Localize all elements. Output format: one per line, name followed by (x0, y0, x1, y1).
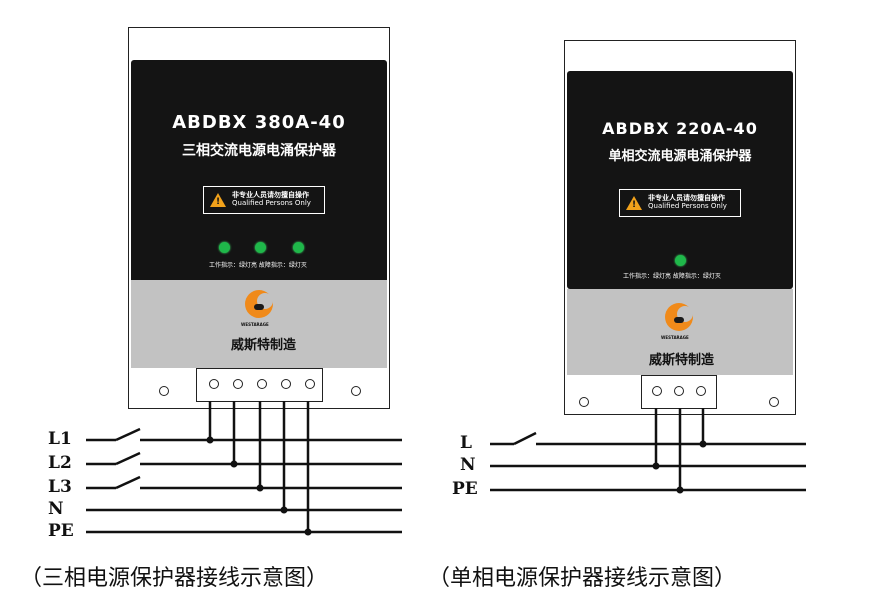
warning-text-en: Qualified Persons Only (648, 202, 727, 210)
junction-dot (256, 484, 264, 492)
manufacturer-label: 威斯特制造 (231, 338, 297, 353)
logo-band: WESTARAGE 威斯特制造 (131, 280, 387, 368)
switch-l (513, 431, 537, 446)
mount-hole-left (159, 386, 169, 396)
terminal-screw (233, 379, 243, 389)
status-led-1 (219, 242, 230, 253)
front-panel: ABDBX 220A-40 单相交流电源电涌保护器 ! 非专业人员请勿擅自操作 … (567, 71, 793, 289)
caption-single-phase: （单相电源保护器接线示意图） (428, 566, 737, 591)
terminal-block (196, 368, 323, 402)
device-subtitle: 三相交流电源电涌保护器 (182, 143, 336, 159)
junction-dot (280, 506, 288, 514)
warning-box: ! 非专业人员请勿擅自操作 Qualified Persons Only (203, 186, 325, 214)
line-label-n: N (48, 499, 64, 519)
terminal-screw (696, 386, 706, 396)
line-label-l1: L1 (48, 429, 72, 449)
single-phase-spd-device: ABDBX 220A-40 单相交流电源电涌保护器 ! 非专业人员请勿擅自操作 … (564, 40, 796, 415)
warning-text-cn: 非专业人员请勿擅自操作 (232, 191, 309, 199)
terminal-screw (305, 379, 315, 389)
three-phase-spd-device: ABDBX 380A-40 三相交流电源电涌保护器 ! 非专业人员请勿擅自操作 … (128, 27, 390, 409)
caption-three-phase: （三相电源保护器接线示意图） (20, 566, 329, 591)
terminal-block (641, 375, 717, 409)
mount-hole-right (769, 397, 779, 407)
switch-l3 (115, 475, 141, 490)
line-label-pe: PE (48, 521, 74, 541)
line-label-pe: PE (452, 479, 478, 499)
junction-dot (699, 440, 707, 448)
mount-hole-left (579, 397, 589, 407)
model-label: ABDBX 220A-40 (602, 119, 758, 138)
status-led-3 (293, 242, 304, 253)
junction-dot (652, 462, 660, 470)
terminal-screw (281, 379, 291, 389)
line-label-n: N (460, 455, 476, 475)
indicator-legend: 工作指示：绿灯亮 故障指示：绿灯灭 (209, 262, 307, 269)
brand-logo-icon (665, 303, 693, 331)
warning-text-en: Qualified Persons Only (232, 199, 311, 207)
logo-band: WESTARAGE 威斯特制造 (567, 289, 793, 375)
junction-dot (206, 436, 214, 444)
logo-text: WESTARAGE (661, 335, 689, 340)
model-label: ABDBX 380A-40 (172, 112, 346, 133)
status-led-2 (255, 242, 266, 253)
junction-dot (230, 460, 238, 468)
line-label-l3: L3 (48, 477, 72, 497)
switch-l1 (115, 427, 141, 442)
status-led (675, 255, 686, 266)
terminal-screw (209, 379, 219, 389)
switch-l2 (115, 451, 141, 466)
warning-icon (210, 193, 226, 207)
warning-icon (626, 196, 642, 210)
line-label-l2: L2 (48, 453, 72, 473)
device-subtitle: 单相交流电源电涌保护器 (608, 149, 752, 164)
warning-box: ! 非专业人员请勿擅自操作 Qualified Persons Only (619, 189, 741, 217)
logo-text: WESTARAGE (241, 322, 269, 327)
junction-dot (304, 528, 312, 536)
brand-logo-icon (245, 290, 273, 318)
front-panel: ABDBX 380A-40 三相交流电源电涌保护器 ! 非专业人员请勿擅自操作 … (131, 60, 387, 298)
warning-text-cn: 非专业人员请勿擅自操作 (648, 194, 725, 202)
junction-dot (676, 486, 684, 494)
terminal-screw (652, 386, 662, 396)
terminal-screw (257, 379, 267, 389)
line-label-l: L (460, 433, 472, 453)
mount-hole-right (351, 386, 361, 396)
indicator-legend: 工作指示：绿灯亮 故障指示：绿灯灭 (623, 273, 721, 280)
manufacturer-label: 威斯特制造 (649, 353, 715, 368)
terminal-screw (674, 386, 684, 396)
